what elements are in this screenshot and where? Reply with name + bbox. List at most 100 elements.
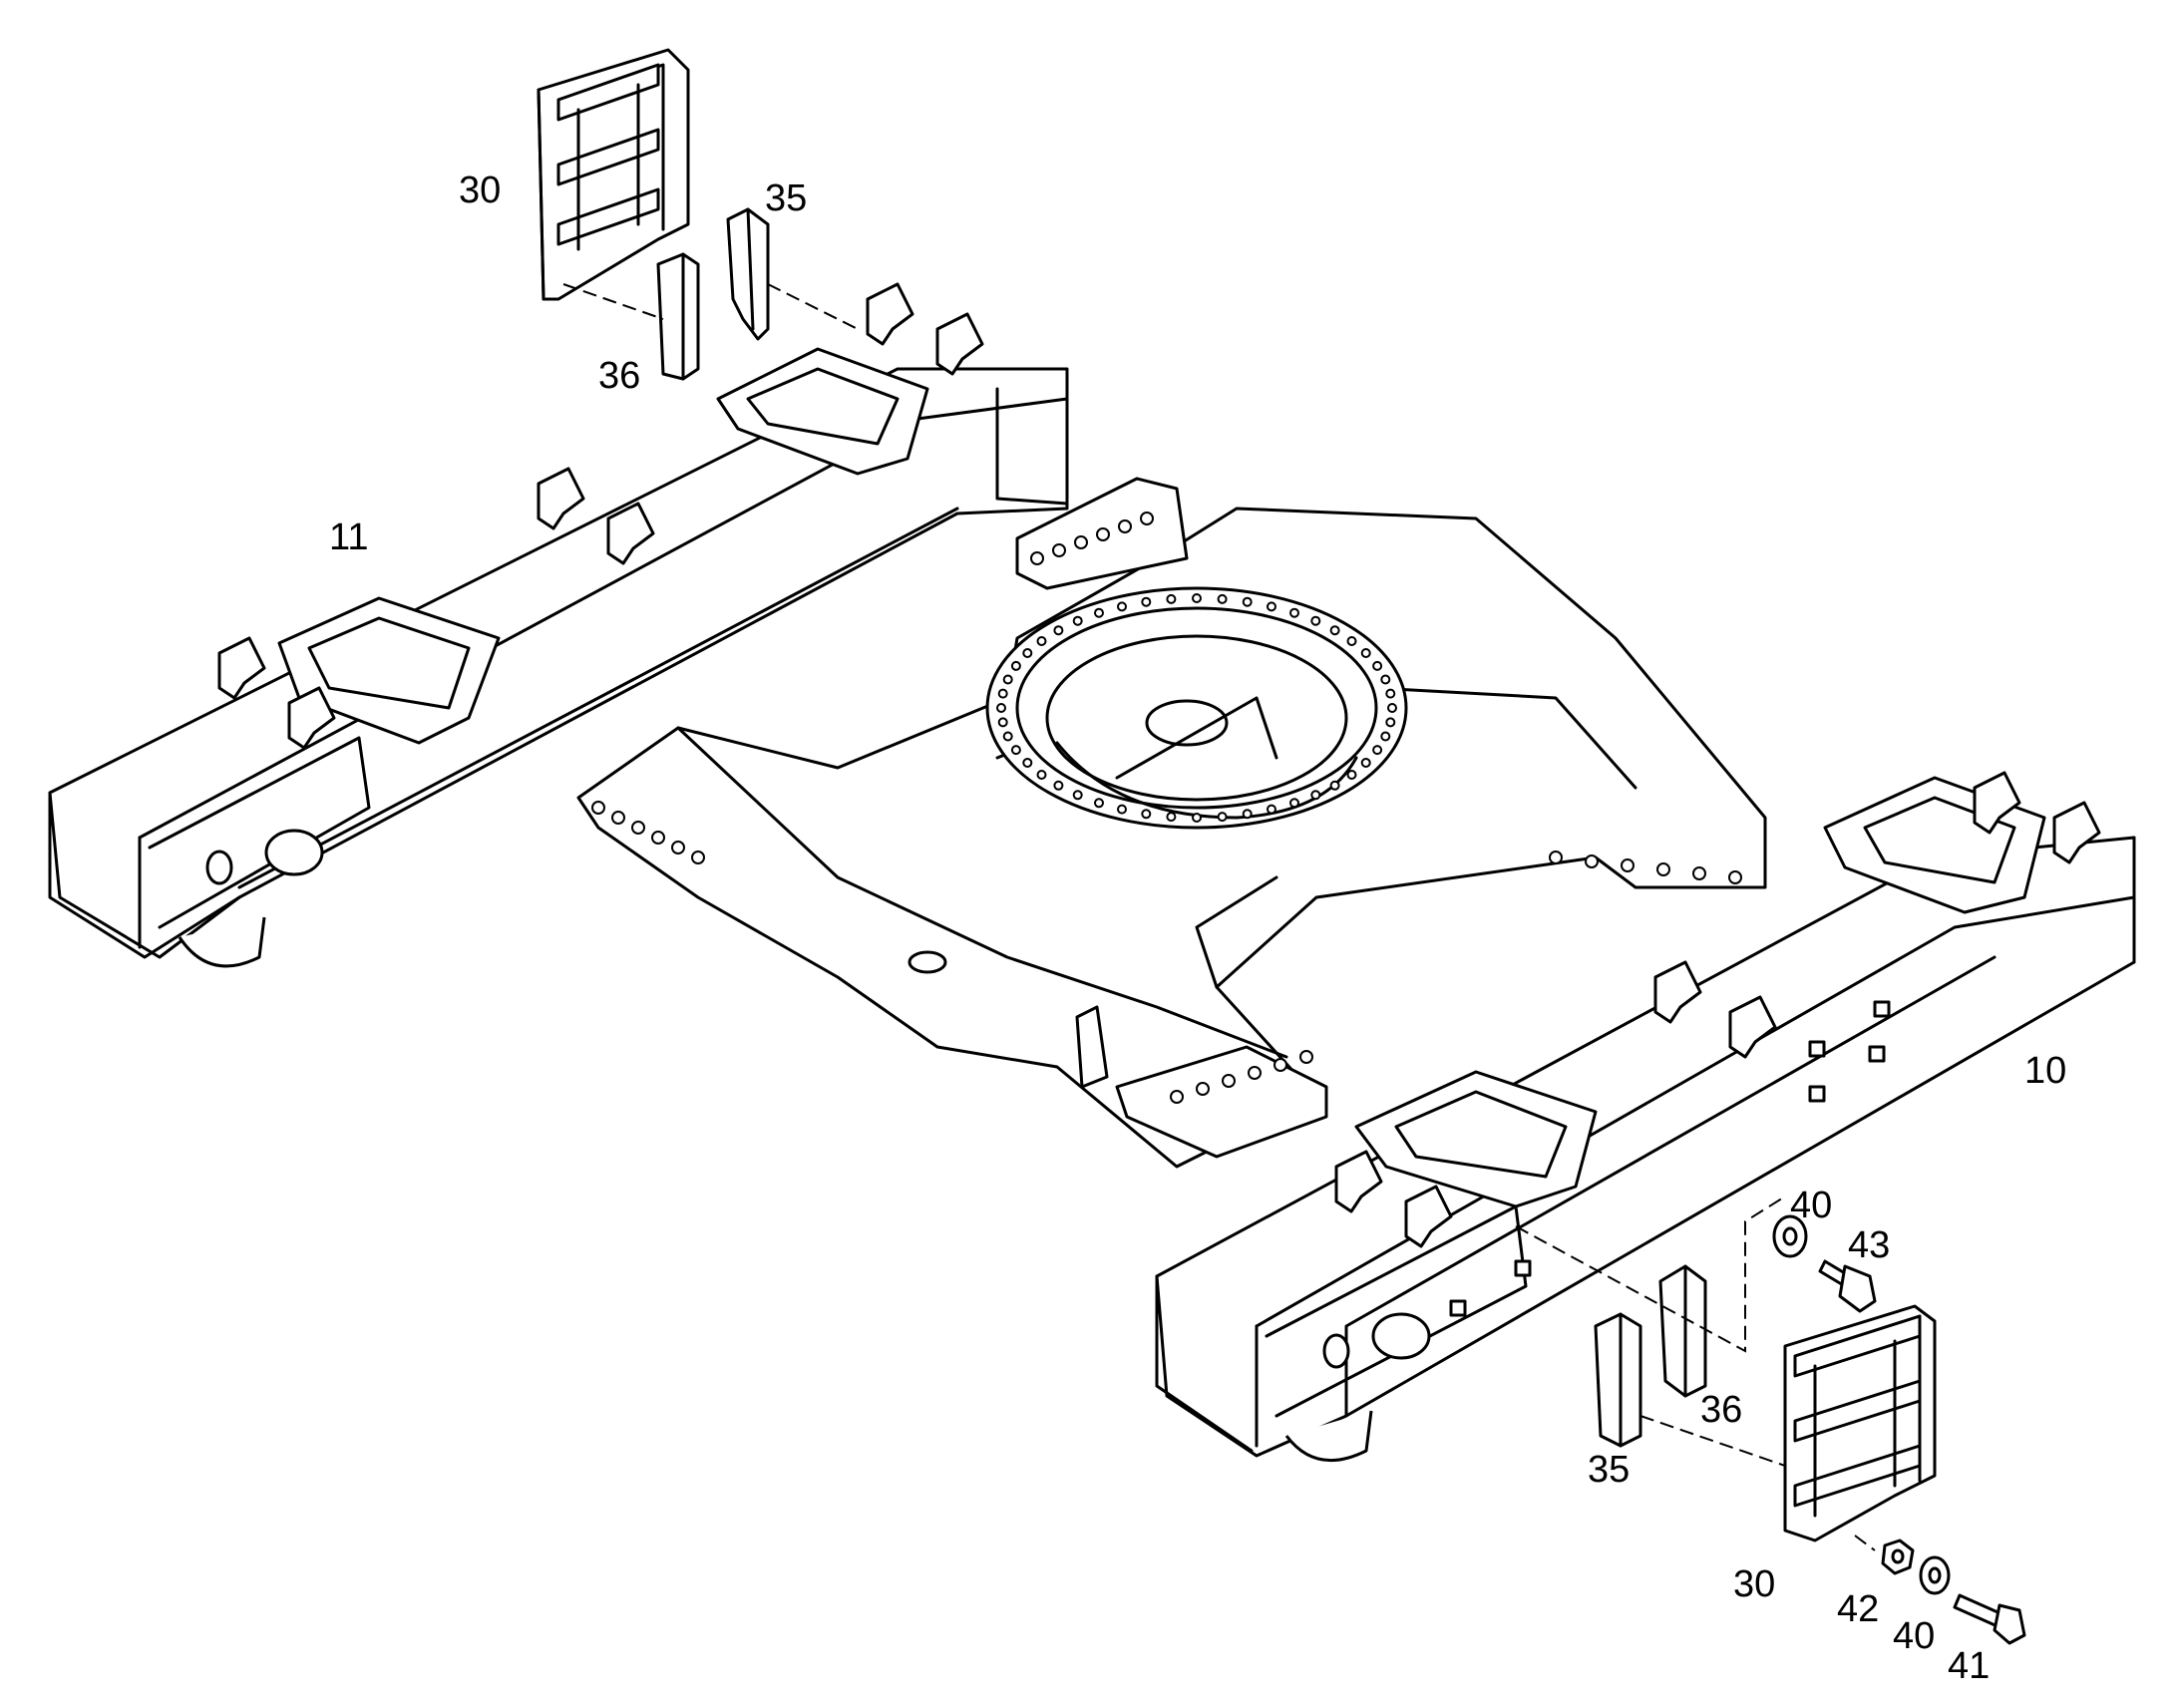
ring-bolt-hole — [1242, 809, 1253, 820]
ring-bolt-hole — [1387, 703, 1397, 713]
pad-bolt-hole — [1096, 527, 1110, 541]
ring-bolt-hole — [997, 688, 1008, 699]
ring-bolt-hole — [1310, 790, 1321, 801]
washer-top-40 — [1772, 1214, 1808, 1258]
pad-bolt-hole — [1030, 551, 1044, 565]
ring-bolt-hole — [996, 703, 1006, 713]
ring-bolt-hole — [1385, 717, 1396, 728]
bolt-43 — [1818, 1259, 1877, 1313]
pad-bolt-hole — [1196, 1082, 1210, 1096]
pad-bolt-hole — [1585, 854, 1599, 868]
ring-bolt-hole — [1002, 731, 1013, 742]
ring-bolt-hole — [1217, 812, 1228, 823]
ring-bolt-hole — [1380, 731, 1391, 742]
ring-bolt-hole — [1310, 615, 1321, 626]
label-bracket-bottom-35: 35 — [1588, 1449, 1631, 1491]
ring-bolt-hole — [1360, 648, 1371, 658]
label-step-top: 30 — [459, 170, 502, 211]
ring-bolt-hole — [1072, 615, 1083, 626]
car-body-pad-holes — [591, 512, 1742, 1104]
ring-bolt-hole — [1053, 625, 1064, 636]
leader-bottom-fastener — [1854, 1535, 1876, 1551]
pad-bolt-hole — [1621, 858, 1635, 872]
ring-bolt-hole — [1192, 813, 1202, 823]
ring-bolt-hole — [1117, 804, 1127, 815]
label-bracket-top-36: 36 — [598, 355, 641, 397]
label-washer-top: 40 — [1790, 1185, 1833, 1226]
right-track-frame — [1155, 771, 2136, 1463]
ring-bolt-hole — [1094, 798, 1104, 809]
ring-bolt-hole — [1022, 758, 1033, 768]
pad-bolt-hole — [691, 851, 705, 864]
bracket-bottom-35 — [1594, 1312, 1642, 1448]
ring-bolt-hole — [1141, 809, 1152, 820]
label-frame-left: 11 — [329, 516, 369, 558]
step-ladder-bottom — [1783, 1304, 1937, 1542]
nut-42 — [1881, 1538, 1915, 1575]
ring-bolt-hole — [1380, 674, 1391, 685]
label-bracket-bottom-36: 36 — [1700, 1389, 1743, 1431]
leader-bottom-step — [1639, 1415, 1786, 1467]
ring-bolt-hole — [1289, 607, 1299, 618]
leader-top-step — [562, 283, 664, 320]
ring-bolt-hole — [997, 717, 1008, 728]
pad-bolt-hole — [1656, 862, 1670, 876]
car-body — [576, 477, 1767, 1169]
ring-bolt-hole — [1329, 780, 1340, 791]
label-nut-42: 42 — [1837, 1588, 1880, 1630]
ring-bolt-hole — [1346, 636, 1357, 646]
ring-bolt-hole — [1010, 745, 1021, 756]
leader-top-bracket — [767, 283, 859, 330]
pad-bolt-hole — [1222, 1074, 1236, 1088]
step-ladder-top — [537, 48, 690, 301]
pad-bolt-hole — [1170, 1090, 1184, 1104]
pad-bolt-hole — [1052, 543, 1066, 557]
pad-bolt-hole — [631, 821, 645, 835]
ring-bolt-hole — [1166, 812, 1177, 823]
pad-bolt-hole — [651, 831, 665, 845]
bracket-top-35 — [726, 207, 770, 341]
label-washer-bottom: 40 — [1893, 1615, 1936, 1657]
washer-bottom-40 — [1919, 1555, 1951, 1595]
ring-bolt-hole — [1036, 636, 1047, 646]
label-bracket-top-35: 35 — [765, 177, 808, 219]
ring-bolt-hole — [1053, 780, 1064, 791]
ring-bolt-hole — [1094, 607, 1104, 618]
pad-bolt-hole — [1074, 535, 1088, 549]
pad-bolt-hole — [611, 811, 625, 825]
bracket-bottom-36 — [1658, 1264, 1707, 1398]
label-frame-right: 10 — [2024, 1050, 2067, 1092]
bracket-top-36 — [656, 252, 700, 381]
pad-bolt-hole — [1273, 1058, 1287, 1072]
ring-bolt-hole — [1072, 790, 1083, 801]
ring-bolt-hole — [1010, 660, 1021, 671]
ring-bolt-hole — [1036, 770, 1047, 780]
bolt-41 — [1953, 1593, 2026, 1645]
ring-bolt-hole — [1385, 688, 1396, 699]
ring-bolt-hole — [1141, 596, 1152, 607]
pad-bolt-hole — [1299, 1050, 1313, 1064]
ring-bolt-hole — [1002, 674, 1013, 685]
ring-bolt-hole — [1360, 758, 1371, 768]
pad-bolt-hole — [1118, 519, 1132, 533]
label-bolt-43: 43 — [1848, 1224, 1891, 1266]
ring-bolt-hole — [1372, 745, 1383, 756]
leader-bottom-bracket — [1515, 1196, 1786, 1353]
pad-bolt-hole — [671, 841, 685, 854]
ring-bolt-hole — [1372, 660, 1383, 671]
ring-bolt-hole — [1192, 593, 1202, 603]
ring-bolt-hole — [1117, 601, 1127, 612]
ring-bolt-hole — [1242, 596, 1253, 607]
label-bolt-41: 41 — [1948, 1645, 1991, 1687]
ring-bolt-hole — [1166, 593, 1177, 604]
pad-bolt-hole — [1248, 1066, 1262, 1080]
slewing-ring-holes — [996, 593, 1397, 823]
pad-bolt-hole — [1692, 866, 1706, 880]
ring-bolt-hole — [1267, 601, 1276, 612]
pad-bolt-hole — [1728, 870, 1742, 884]
left-track-frame — [48, 282, 1069, 968]
ring-bolt-hole — [1346, 770, 1357, 780]
ring-bolt-hole — [1022, 648, 1033, 658]
ring-bolt-hole — [1329, 625, 1340, 636]
